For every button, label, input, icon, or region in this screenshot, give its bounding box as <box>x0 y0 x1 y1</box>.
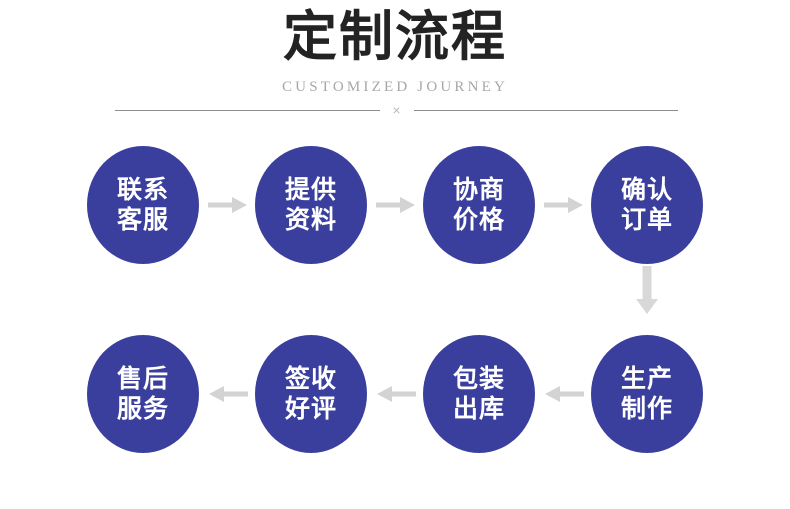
flow-step-label-line1: 提供 <box>284 175 337 204</box>
flow-step-label-line1: 包装 <box>452 364 505 393</box>
divider-line-right <box>413 109 678 111</box>
flow-step-label-line2: 服务 <box>116 394 169 423</box>
page-header: 定制流程 CUSTOMIZED JOURNEY × <box>0 0 790 130</box>
flow-step-label-line2: 好评 <box>284 394 337 423</box>
arrow-left-icon <box>544 384 584 404</box>
flow-row-bottom: 售后 服务 签收 好评 包装 出库 生产 制作 <box>0 335 790 453</box>
flow-step-label-line2: 订单 <box>620 205 673 234</box>
arrow-right-icon <box>208 195 248 215</box>
flow-row-top: 联系 客服 提供 资料 协商 价格 确认 订单 <box>0 146 790 264</box>
flow-step-label-line1: 联系 <box>116 175 169 204</box>
flow-step-after-sales-service[interactable]: 售后 服务 <box>87 335 199 453</box>
flow-step-label-line1: 签收 <box>284 364 337 393</box>
flow-step-label-line2: 资料 <box>284 205 337 234</box>
arrow-right-icon <box>544 195 584 215</box>
flow-step-label-line1: 协商 <box>452 175 505 204</box>
divider-cross-icon: × <box>392 102 401 118</box>
flow-step-production[interactable]: 生产 制作 <box>591 335 703 453</box>
flow-step-label-line2: 价格 <box>452 205 505 234</box>
arrow-down-icon <box>632 266 662 318</box>
flow-step-negotiate-price[interactable]: 协商 价格 <box>423 146 535 264</box>
flow-step-sign-and-review[interactable]: 签收 好评 <box>255 335 367 453</box>
flow-step-label-line2: 制作 <box>620 394 673 423</box>
flow-step-provide-materials[interactable]: 提供 资料 <box>255 146 367 264</box>
arrow-left-icon <box>208 384 248 404</box>
page-subtitle: CUSTOMIZED JOURNEY <box>281 79 509 95</box>
flow-step-confirm-order[interactable]: 确认 订单 <box>591 146 703 264</box>
divider-line-left <box>115 109 380 111</box>
page-title: 定制流程 <box>283 5 507 68</box>
flow-step-label-line1: 售后 <box>116 364 169 393</box>
flow-step-label-line1: 确认 <box>620 175 673 204</box>
flow-step-label-line2: 出库 <box>452 394 505 423</box>
arrow-right-icon <box>376 195 416 215</box>
arrow-left-icon <box>376 384 416 404</box>
flow-step-label-line1: 生产 <box>620 364 673 393</box>
flow-step-label-line2: 客服 <box>116 205 169 234</box>
flow-step-packing-shipping[interactable]: 包装 出库 <box>423 335 535 453</box>
section-divider: × <box>115 100 678 120</box>
flow-step-contact-support[interactable]: 联系 客服 <box>87 146 199 264</box>
process-flow-diagram: 联系 客服 提供 资料 协商 价格 确认 订单 <box>0 130 790 509</box>
